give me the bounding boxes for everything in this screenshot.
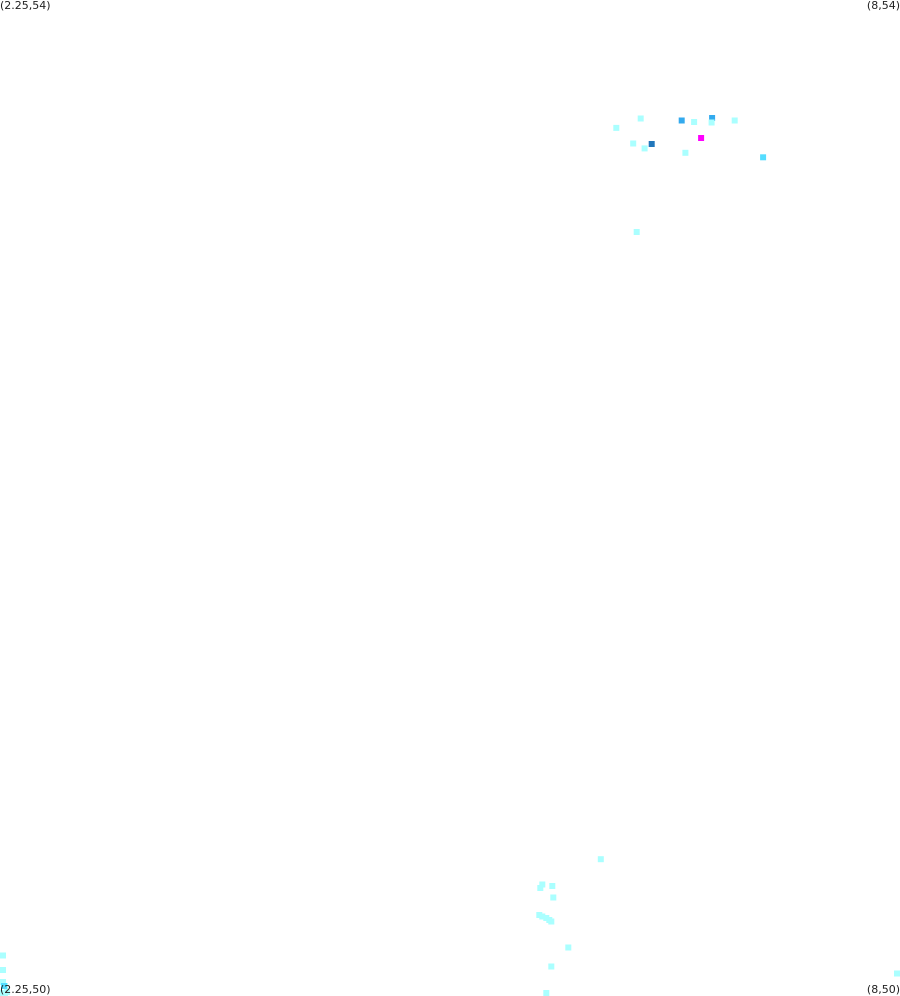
data-point	[760, 154, 767, 161]
data-point	[565, 944, 572, 951]
corner-label-top-right: (8,54)	[866, 0, 900, 12]
data-point	[548, 918, 555, 925]
data-point	[0, 967, 6, 973]
data-point	[709, 115, 716, 121]
data-point	[731, 117, 738, 124]
data-point	[691, 119, 698, 125]
data-point	[641, 145, 648, 152]
data-point	[549, 883, 556, 889]
corner-label-bottom-right: (8,50)	[866, 983, 900, 996]
data-point	[539, 881, 546, 888]
data-point	[894, 970, 900, 977]
data-point	[648, 141, 655, 147]
data-point	[548, 963, 555, 970]
data-point	[597, 856, 604, 863]
data-point	[550, 894, 557, 901]
data-point	[539, 913, 546, 920]
data-point	[633, 229, 640, 235]
data-point	[682, 149, 689, 156]
corner-label-top-left: (2.25,54)	[0, 0, 51, 12]
data-point	[2, 990, 8, 996]
data-point	[630, 140, 637, 147]
data-point	[0, 952, 6, 959]
data-point	[0, 979, 6, 985]
data-point	[698, 135, 705, 141]
data-point	[1, 983, 7, 989]
data-point	[678, 117, 685, 124]
corner-label-bottom-left: (2.25,50)	[0, 983, 51, 996]
data-point	[637, 115, 644, 122]
data-point	[613, 124, 620, 131]
data-point	[543, 990, 550, 996]
data-point	[708, 119, 715, 126]
data-point	[537, 885, 544, 891]
